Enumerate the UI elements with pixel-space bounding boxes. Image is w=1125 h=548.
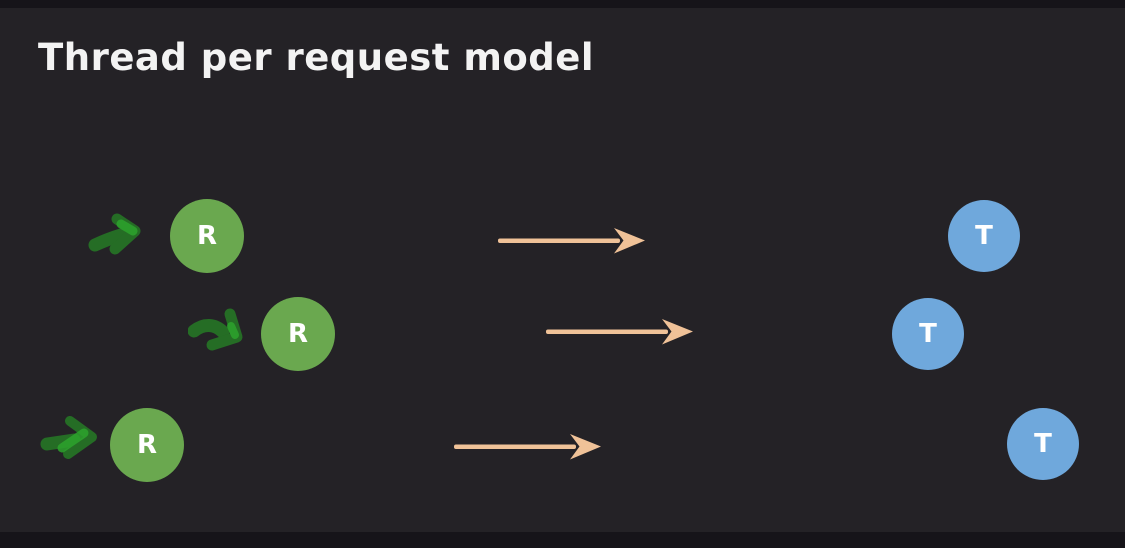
hand-drawn-arrow-icon: [188, 308, 243, 351]
flow-arrow-icon: [546, 319, 693, 345]
thread-circle: T: [892, 298, 964, 370]
request-circle: R: [110, 408, 184, 482]
slide-title: Thread per request model: [38, 36, 595, 79]
thread-circle: T: [948, 200, 1020, 272]
thread-label: T: [1034, 429, 1052, 459]
top-letterbox-bar: [0, 0, 1125, 8]
hand-drawn-arrow-icon: [40, 416, 97, 459]
flow-arrow-icon: [498, 228, 645, 254]
request-label: R: [287, 319, 309, 349]
thread-circle: T: [1007, 408, 1079, 480]
thread-label: T: [975, 221, 993, 251]
request-circle: R: [261, 297, 335, 371]
bottom-letterbox-bar: [0, 532, 1125, 548]
request-label: R: [196, 221, 218, 251]
request-label: R: [136, 430, 158, 460]
request-circle: R: [170, 199, 244, 273]
thread-label: T: [919, 319, 937, 349]
flow-arrow-icon: [454, 434, 601, 460]
hand-drawn-arrow-icon: [88, 213, 141, 255]
